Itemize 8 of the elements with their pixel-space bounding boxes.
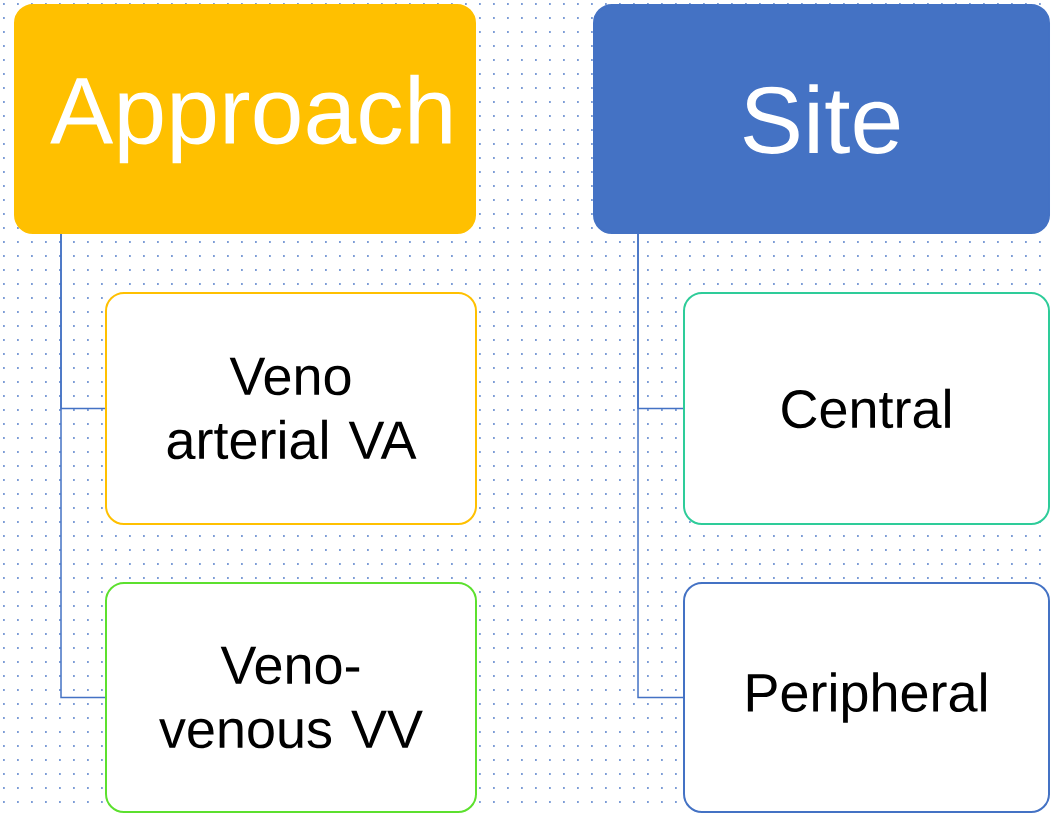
heading-box: Site (593, 4, 1050, 234)
category-box: Peripheral (683, 582, 1050, 813)
category-box: Central (683, 292, 1050, 525)
category-box: Veno arterial VA (105, 292, 477, 525)
connector-line (637, 233, 684, 699)
heading-box: Approach (14, 4, 476, 234)
category-box: Veno-venous VV (105, 582, 477, 813)
connector-line (60, 233, 106, 699)
